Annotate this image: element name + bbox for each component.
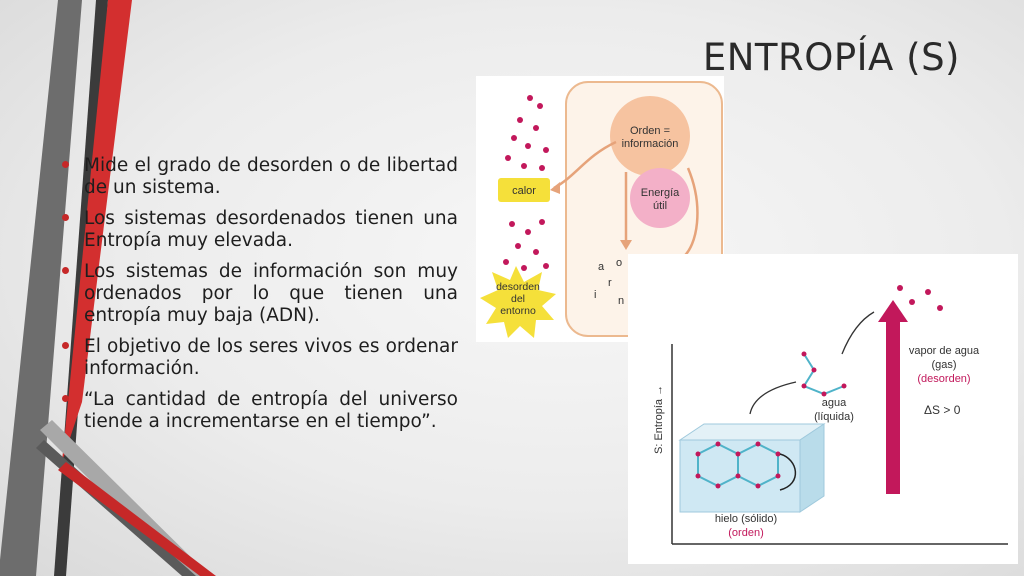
red-diagonal (58, 462, 216, 576)
gray-stripe (0, 0, 82, 576)
decorative-stripes (0, 0, 216, 576)
water-molecules (801, 351, 847, 397)
ice-molecules (695, 441, 781, 489)
vapor-label: vapor de agua (909, 345, 980, 357)
gray-diagonal (40, 420, 210, 576)
delta-s-label: ΔS > 0 (924, 403, 961, 417)
desorden-label: (desorden) (917, 373, 970, 385)
entorno-label: entorno (500, 305, 536, 317)
bullet-item: Los sistemas de información son muy orde… (62, 261, 458, 327)
bullet-text: “La cantidad de entropía del universo ti… (84, 389, 458, 432)
bullet-text: Mide el grado de desorden o de libertad … (84, 155, 458, 198)
letter: o (616, 257, 622, 269)
bullet-item: Los sistemas desordenados tienen una Ent… (62, 208, 458, 252)
letter: n (618, 295, 624, 307)
arrowhead (620, 240, 632, 250)
agua-label: agua (822, 397, 847, 409)
transition-arrow (749, 381, 797, 415)
transition-arrow (841, 311, 875, 355)
bullet-text: El objetivo de los seres vivos es ordena… (84, 336, 458, 379)
bullet-dot (62, 395, 69, 402)
orden-label: (orden) (728, 527, 763, 539)
letter: a (598, 261, 605, 273)
bullet-item: “La cantidad de entropía del universo ti… (62, 389, 458, 433)
entropy-arrowhead (878, 300, 908, 322)
water-entropy-diagram: S: Entropía → hielo (sólido) (orden) agu… (653, 285, 1008, 545)
del-label: del (511, 293, 525, 305)
arrowhead (550, 182, 560, 194)
bullet-dot (62, 161, 69, 168)
bullet-dot (62, 214, 69, 221)
desorden-label: desorden (496, 281, 540, 293)
loop-arrow (681, 167, 699, 259)
bullet-item: El objetivo de los seres vivos es ordena… (62, 336, 458, 380)
water-entropy-figure: S: Entropía → hielo (sólido) (orden) agu… (628, 254, 1018, 564)
calor-label: calor (512, 185, 536, 197)
gas-label: (gas) (931, 359, 956, 371)
bullet-list: Mide el grado de desorden o de libertad … (62, 155, 458, 442)
liquida-label: (líquida) (814, 411, 854, 423)
molecule-cluster (503, 95, 549, 271)
bullet-dot (62, 342, 69, 349)
vapor-molecules (897, 285, 943, 311)
orden-circle (610, 96, 690, 176)
desorden-burst (480, 266, 556, 338)
letter: r (608, 277, 612, 289)
energia-circle (630, 168, 690, 228)
hielo-label: hielo (sólido) (715, 513, 777, 525)
y-axis-label: S: Entropía → (653, 385, 665, 454)
water-chain (802, 353, 845, 396)
calor-box (498, 178, 550, 202)
bullet-text: Los sistemas desordenados tienen una Ent… (84, 208, 458, 251)
slide-title: ENTROPÍA (S) (702, 36, 960, 79)
ice-top (678, 423, 826, 441)
connector-line (779, 453, 797, 491)
red-stripe (62, 0, 132, 462)
orden-label: Orden = (630, 125, 670, 137)
bullet-item: Mide el grado de desorden o de libertad … (62, 155, 458, 199)
energia-label: Energía (641, 187, 680, 199)
bullet-text: Los sistemas de información son muy orde… (84, 261, 458, 326)
entropy-arrow-shaft (886, 318, 900, 494)
util-label: útil (653, 200, 667, 212)
informacion-label: información (622, 138, 679, 150)
ice-side (799, 423, 825, 513)
bullet-dot (62, 267, 69, 274)
letter: i (594, 289, 596, 301)
